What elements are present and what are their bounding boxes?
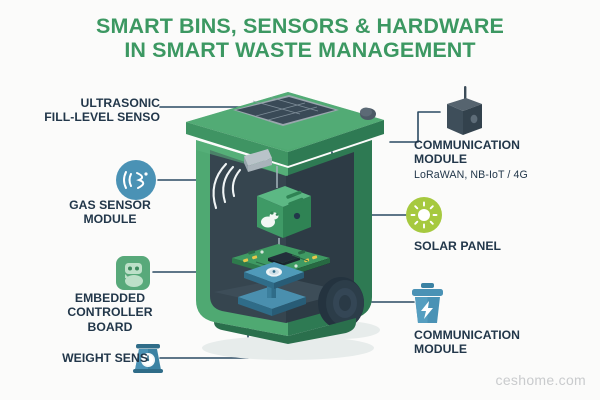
watermark: ceshome.com (495, 372, 586, 388)
label-solar-panel: SOLAR PANEL (414, 239, 594, 253)
title-line-1: SMART BINS, SENSORS & HARDWARE (96, 14, 504, 38)
label-ultrasonic-fill-level-sensor: ULTRASONIC FILL-LEVEL SENSO (10, 96, 160, 125)
label-line: FILL-LEVEL SENSO (44, 110, 160, 125)
label-embedded-controller-board: EMBEDDED CONTROLLER BOARD (56, 291, 164, 334)
lid-hinge-knob-top (360, 107, 372, 117)
label-communication-module-top: COMMUNICATION MODULE LoRaWAN, NB-IoT / 4… (414, 138, 594, 181)
label-line: GAS SENSOR (69, 198, 151, 212)
solar-panel-on-lid (233, 95, 339, 126)
label-line: MODULE (83, 212, 137, 227)
sun-icon (406, 197, 442, 233)
label-line: WEIGHT SENS (62, 351, 148, 365)
label-line: COMMUNICATION (414, 138, 521, 152)
label-line: SOLAR PANEL (414, 239, 501, 253)
bin-wheel (318, 277, 364, 329)
label-line: BOARD (87, 319, 133, 334)
label-weight-sensor: WEIGHT SENS (10, 351, 148, 365)
weight-sensor-platform (238, 262, 306, 316)
ultrasonic-sensor-unit (212, 149, 272, 210)
label-communication-module-bottom: COMMUNICATION MODULE (414, 328, 594, 357)
weight-scale-icon (133, 344, 163, 373)
gas-sensor-cube-module (257, 186, 311, 238)
bin-base (214, 318, 356, 344)
title-line-2: IN SMART WASTE MANAGEMENT (124, 38, 476, 63)
label-line: EMBEDDED (74, 291, 146, 305)
microcontroller-icon (116, 256, 150, 290)
label-line: COMMUNICATION (414, 328, 521, 342)
label-gas-sensor-module: GAS SENSOR MODULE (62, 198, 158, 227)
gas-wave-icon (116, 160, 156, 200)
label-line: MODULE (414, 342, 468, 357)
label-line: CONTROLLER (67, 305, 153, 320)
radio-transmitter-icon (447, 86, 482, 135)
bin-lid-front-right (288, 120, 384, 166)
label-line: ULTRASONIC (80, 96, 160, 110)
label-line: MODULE (414, 152, 468, 167)
label-sublabel: LoRaWAN, NB-IoT / 4G (414, 168, 528, 181)
page-title: SMART BINS, SENSORS & HARDWARE IN SMART … (0, 14, 600, 62)
connector-comm-top (389, 111, 441, 143)
smart-bin-bolt-icon (412, 283, 443, 323)
bin-ground-shadow (202, 336, 374, 360)
